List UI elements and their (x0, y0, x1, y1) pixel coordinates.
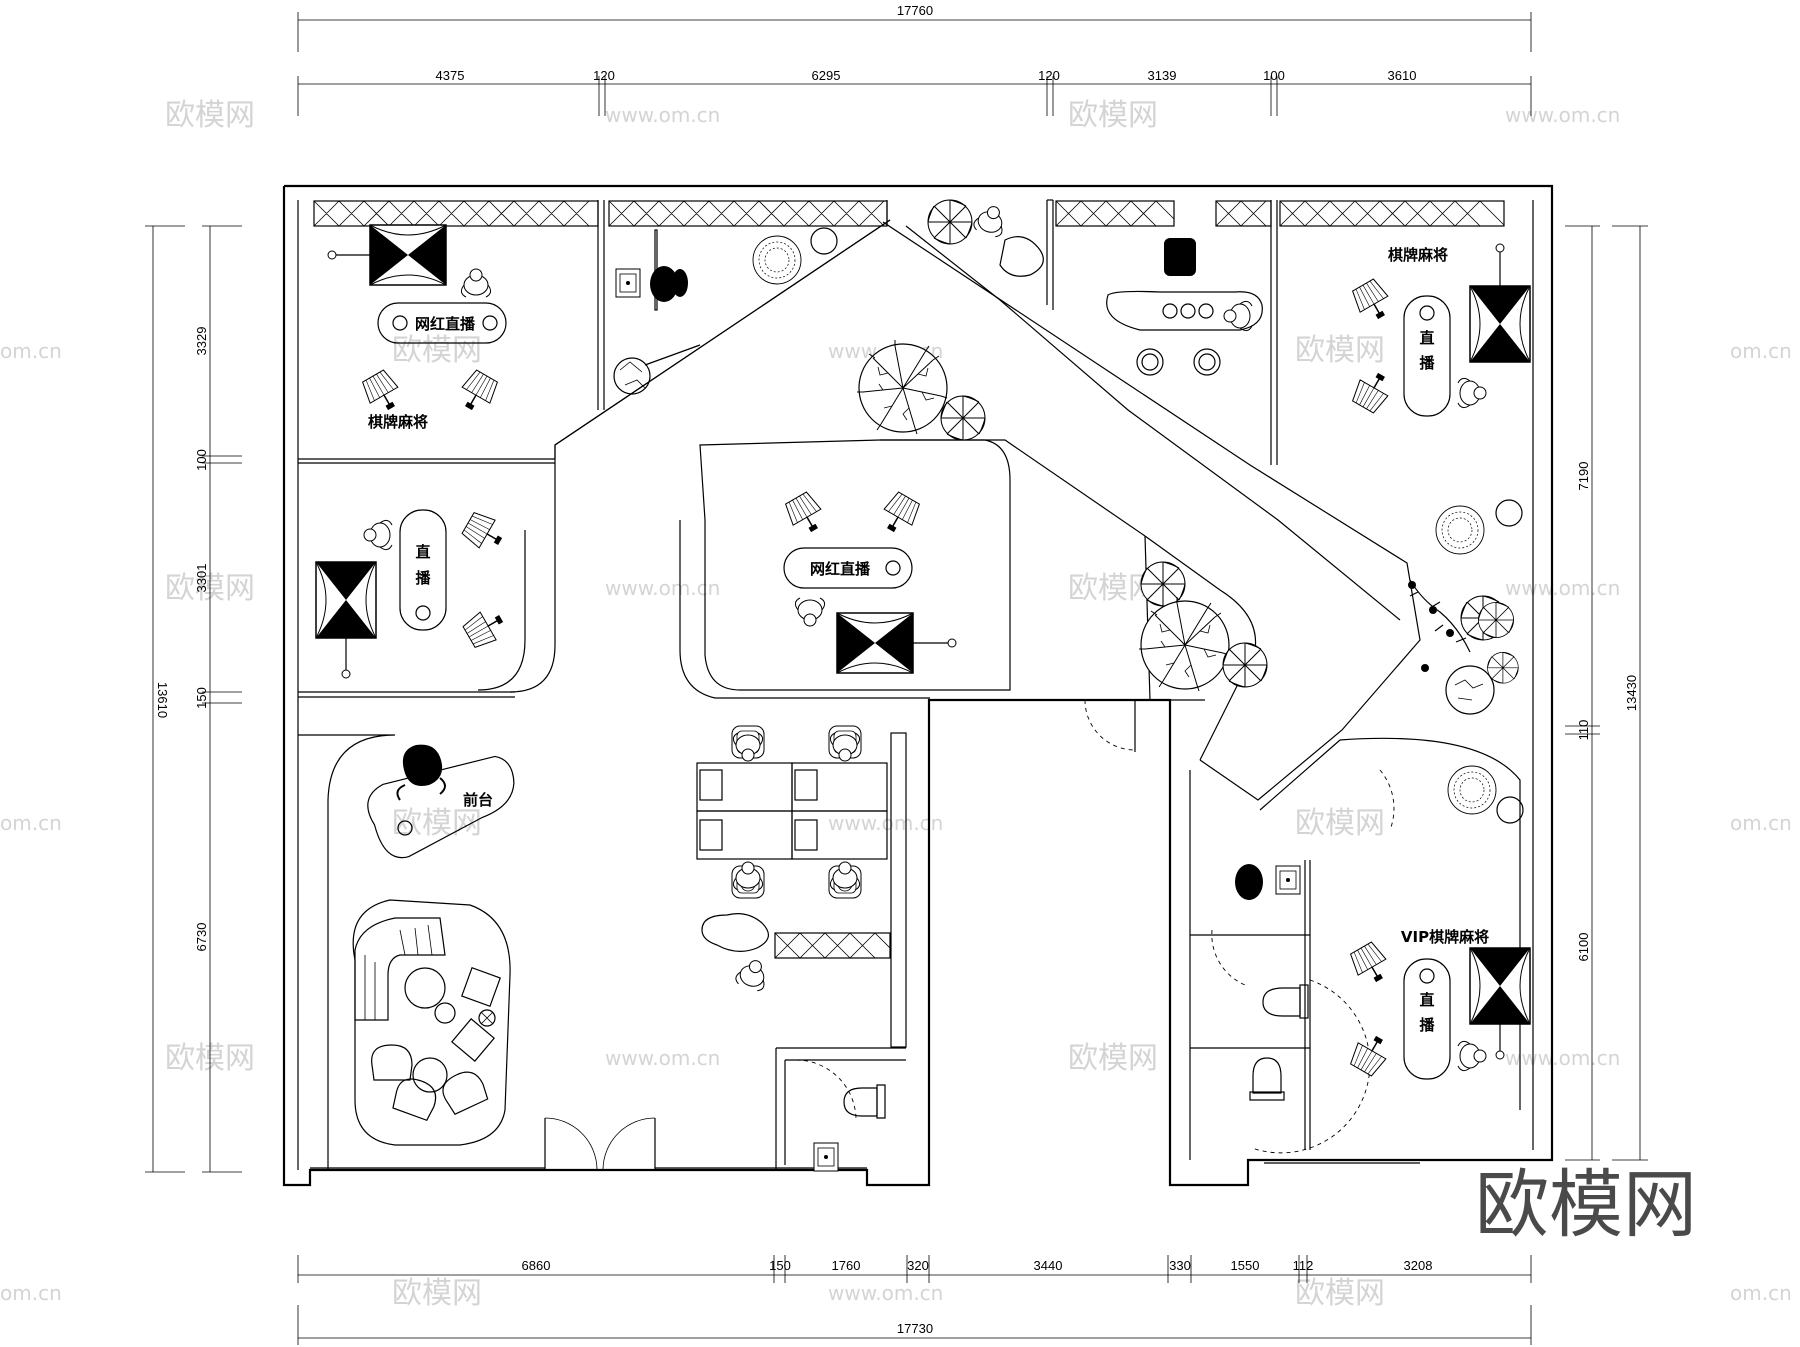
room-top-sink (613, 227, 838, 395)
watermark-url: om.cn (0, 1281, 62, 1305)
dim-bottom-seg: 6860 (522, 1258, 551, 1273)
watermark-url: www.om.cn (1505, 576, 1620, 600)
watermark-url: www.om.cn (1505, 1046, 1620, 1070)
dim-bottom-seg: 330 (1169, 1258, 1191, 1273)
watermark-url: om.cn (0, 811, 62, 835)
room-label-live: 网红直播 (415, 315, 476, 333)
dim-top-seg: 120 (1038, 68, 1060, 83)
dim-right-total: 13430 (1624, 675, 1639, 711)
dim-top-seg: 4375 (436, 68, 465, 83)
room-vip: VIP棋牌麻将 直 播 (1346, 765, 1531, 1080)
plants-top (856, 199, 1044, 441)
dim-bottom-total: 17730 (897, 1321, 933, 1336)
watermark-url: www.om.cn (1505, 103, 1620, 127)
watermark-url: www.om.cn (828, 811, 943, 835)
room-top-left: 网红直播 棋牌麻将 (327, 224, 507, 431)
dim-top-total: 17760 (897, 3, 933, 18)
room-label-live-2: 播 (415, 569, 431, 587)
dim-left-seg: 3329 (194, 327, 209, 356)
room-label-live-2: 播 (1419, 1016, 1435, 1034)
watermark-logo: 欧模网 (1295, 333, 1385, 368)
dimension-right: 7190 110 6100 13430 (1565, 225, 1648, 1161)
dimension-left: 13610 3329 100 3301 150 6730 (145, 225, 242, 1173)
watermark-url: www.om.cn (605, 576, 720, 600)
room-label-live-2: 播 (1419, 354, 1435, 372)
watermark-url: www.om.cn (605, 103, 720, 127)
watermark-big-logo: 欧模网 (1475, 1162, 1697, 1248)
watermark-logo: 欧模网 (165, 98, 255, 133)
dim-top-seg: 100 (1263, 68, 1285, 83)
dim-left-seg: 150 (194, 687, 209, 709)
dim-bottom-seg: 1760 (832, 1258, 861, 1273)
watermark-logo: 欧模网 (1068, 98, 1158, 133)
office-area (696, 725, 888, 993)
dim-top-seg: 120 (593, 68, 615, 83)
dimension-bottom: 6860 150 1760 320 3440 330 1550 112 3208… (297, 1255, 1532, 1345)
watermark-url: om.cn (1730, 339, 1792, 363)
watermark-url: www.om.cn (605, 1046, 720, 1070)
room-label-game: 棋牌麻将 (1388, 246, 1448, 264)
dim-top-seg: 3139 (1148, 68, 1177, 83)
entrance-door (310, 1117, 867, 1171)
room-label-game: 棋牌麻将 (368, 413, 428, 431)
room-center-live: 网红直播 (781, 489, 957, 674)
watermark-layer: 欧模网 www.om.cn 欧模网 www.om.cn om.cn 欧模网 ww… (0, 98, 1792, 1311)
dim-right-seg: 110 (1576, 720, 1591, 741)
watermark-url: om.cn (1730, 811, 1792, 835)
window-band (313, 200, 1505, 227)
watermark-url: om.cn (1730, 1281, 1792, 1305)
dim-bottom-seg: 112 (1293, 1258, 1314, 1273)
dimension-top: 17760 4375 120 6295 120 3139 100 3610 (297, 3, 1532, 116)
dim-right-seg: 6100 (1576, 933, 1591, 962)
room-label-live-1: 直 (415, 543, 430, 561)
watermark-logo: 欧模网 (392, 1276, 482, 1311)
watermark-logo: 欧模网 (1068, 1041, 1158, 1076)
room-top-bar (1106, 238, 1263, 376)
toilet-right (1235, 864, 1309, 1101)
lounge-area (352, 899, 511, 1146)
dim-left-seg: 6730 (194, 923, 209, 952)
room-top-right: 棋牌麻将 直 播 (1348, 243, 1531, 715)
room-label-live-1: 直 (1419, 991, 1434, 1009)
room-label-reception: 前台 (463, 791, 493, 809)
dim-bottom-seg: 3208 (1404, 1258, 1433, 1273)
room-label-live-1: 直 (1419, 329, 1434, 347)
toilet-center (795, 1059, 886, 1172)
reception-area: 前台 (367, 744, 515, 859)
dim-left-seg: 3301 (194, 564, 209, 593)
dim-left-seg: 100 (194, 449, 209, 471)
dim-bottom-seg: 320 (907, 1258, 929, 1273)
watermark-logo: 欧模网 (392, 806, 482, 841)
dim-right-seg: 7190 (1576, 462, 1591, 491)
watermark-url: om.cn (0, 339, 62, 363)
dim-left-total: 13610 (155, 682, 170, 718)
watermark-logo: 欧模网 (392, 333, 482, 368)
plants-right (1138, 561, 1268, 692)
dim-top-seg: 6295 (812, 68, 841, 83)
watermark-logo: 欧模网 (1295, 1276, 1385, 1311)
room-label-vip: VIP棋牌麻将 (1401, 928, 1489, 946)
dim-bottom-seg: 1550 (1231, 1258, 1260, 1273)
dim-top-seg: 3610 (1388, 68, 1417, 83)
watermark-url: www.om.cn (828, 1281, 943, 1305)
dim-bottom-seg: 3440 (1034, 1258, 1063, 1273)
room-label-live: 网红直播 (810, 560, 871, 578)
dim-bottom-seg: 150 (769, 1258, 791, 1273)
room-left-mid: 直 播 (315, 508, 510, 679)
watermark-logo: 欧模网 (1295, 806, 1385, 841)
